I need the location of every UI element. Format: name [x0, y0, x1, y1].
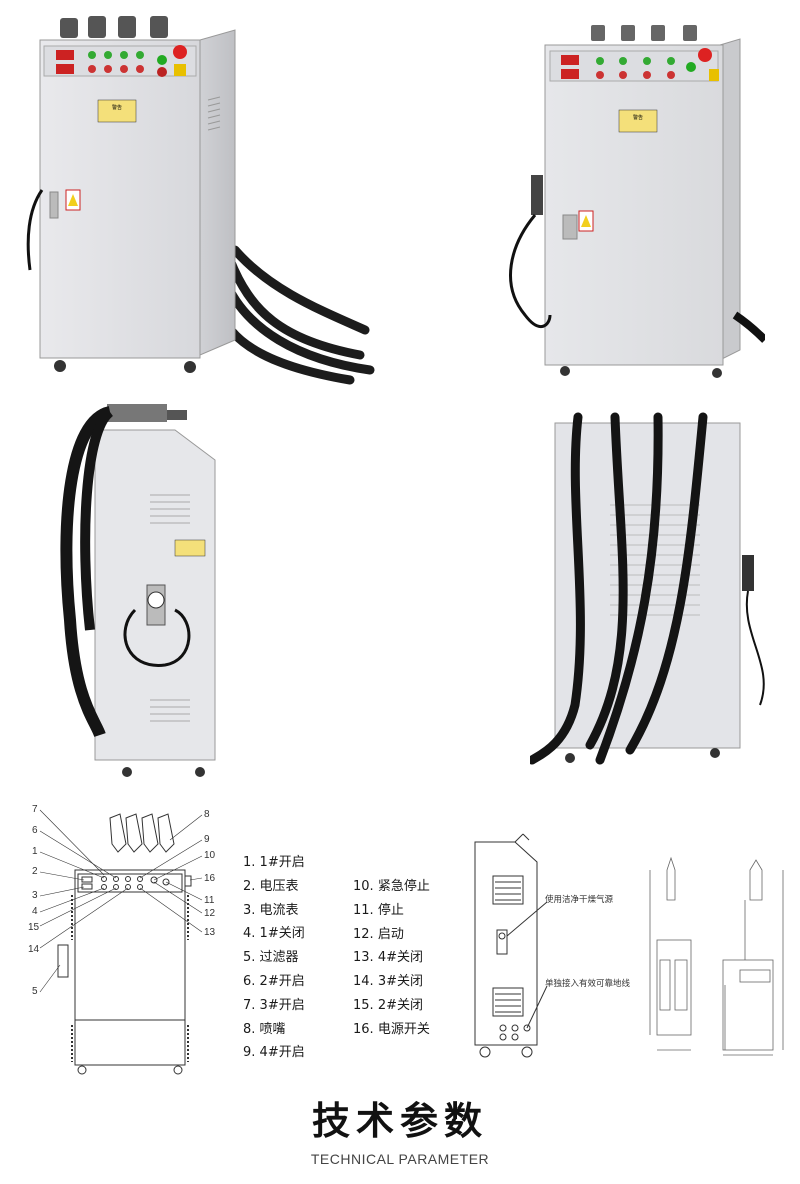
legend-item: 1. 1#开启 [243, 855, 305, 870]
annotation-ground: 单独接入有效可靠地线 [545, 978, 631, 989]
legend-item: 6. 2#开启 [243, 973, 305, 989]
legend-item: 2. 电压表 [243, 878, 299, 894]
legend-item: 3. 电流表 [243, 902, 299, 918]
legend-right: 10. 紧急停止 11. 停止 12. 启动 13. 4#关闭 14. 3#关闭… [353, 875, 430, 1042]
callout-11: 11 [204, 895, 215, 906]
legend-item: 5. 过滤器 [243, 950, 299, 966]
warning-label: 警告 [112, 104, 122, 111]
legend-item: 13. 4#关闭 [353, 950, 423, 966]
callout-9: 9 [204, 834, 210, 845]
annotation-air-source: 使用洁净干燥气源 [545, 894, 614, 905]
photo-front-left: 警告 [20, 10, 380, 390]
callout-3: 3 [32, 890, 38, 901]
callout-1: 1 [32, 846, 38, 857]
callout-12: 12 [204, 908, 216, 919]
section-title-en: TECHNICAL PARAMETER [310, 1151, 490, 1167]
control-buttons [88, 45, 187, 77]
side-schematic: 使用洁净干燥气源 单独接入有效可靠地线 [465, 830, 635, 1070]
legend-item: 7. 3#开启 [243, 997, 305, 1013]
photo-side [55, 400, 235, 785]
photo-front-right: 警告 [495, 15, 765, 385]
callout-2: 2 [32, 866, 38, 877]
legend-item: 9. 4#开启 [243, 1045, 305, 1061]
callout-15: 15 [28, 922, 40, 933]
callout-5: 5 [32, 986, 38, 997]
legend-item: 15. 2#关闭 [353, 997, 423, 1013]
hose-bundle [215, 245, 375, 385]
section-title-zh: 技术参数 [311, 1099, 488, 1143]
callout-diagram: 7 6 1 2 3 4 15 14 5 8 9 10 11 12 13 16 [20, 800, 230, 1085]
callout-8: 8 [204, 809, 210, 820]
dimension-drawings [645, 850, 790, 1060]
legend-item: 16. 电源开关 [353, 1021, 430, 1037]
callout-16: 16 [204, 873, 216, 884]
callout-4: 4 [32, 906, 38, 917]
legend-item: 12. 启动 [353, 926, 404, 942]
legend-item: 10. 紧急停止 [353, 879, 430, 894]
callout-13: 13 [204, 927, 216, 938]
callout-14: 14 [28, 944, 40, 955]
callout-7: 7 [32, 804, 38, 815]
legend-left: 1. 1#开启 2. 电压表 3. 电流表 4. 1#关闭 5. 过滤器 6. … [243, 851, 305, 1065]
callout-10: 10 [204, 850, 216, 861]
callout-6: 6 [32, 825, 38, 836]
legend-item: 8. 喷嘴 [243, 1021, 286, 1037]
photo-back [530, 405, 775, 775]
nozzles [60, 16, 168, 38]
legend-item: 14. 3#关闭 [353, 974, 423, 990]
legend-item: 4. 1#关闭 [243, 926, 305, 942]
warning-label: 警告 [633, 114, 643, 121]
legend-item: 11. 停止 [353, 902, 404, 918]
